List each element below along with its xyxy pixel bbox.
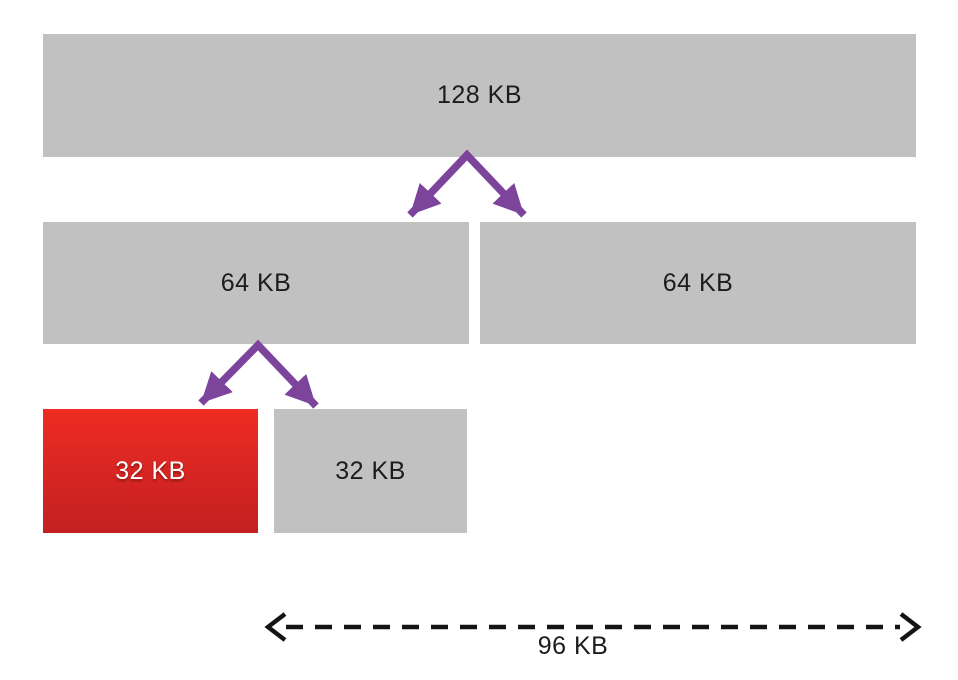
memory-block-label: 128 KB	[436, 81, 522, 109]
memory-block-32kb-allocated: 32 KB	[43, 409, 258, 533]
memory-block-32kb-free: 32 KB	[274, 409, 467, 533]
memory-block-64kb-left: 64 KB	[43, 222, 469, 344]
measure-arrow-icon	[264, 612, 922, 642]
split-arrow-icon	[407, 149, 527, 218]
memory-block-label: 64 KB	[662, 268, 734, 297]
memory-block-label: 32 KB	[335, 456, 406, 485]
memory-block-64kb-right: 64 KB	[480, 222, 916, 344]
measure-label: 96 KB	[537, 632, 609, 660]
memory-block-label: 32 KB	[115, 456, 186, 485]
memory-block-128kb: 128 KB	[43, 34, 916, 157]
memory-block-label: 64 KB	[220, 268, 292, 297]
split-arrow-icon	[198, 339, 319, 409]
